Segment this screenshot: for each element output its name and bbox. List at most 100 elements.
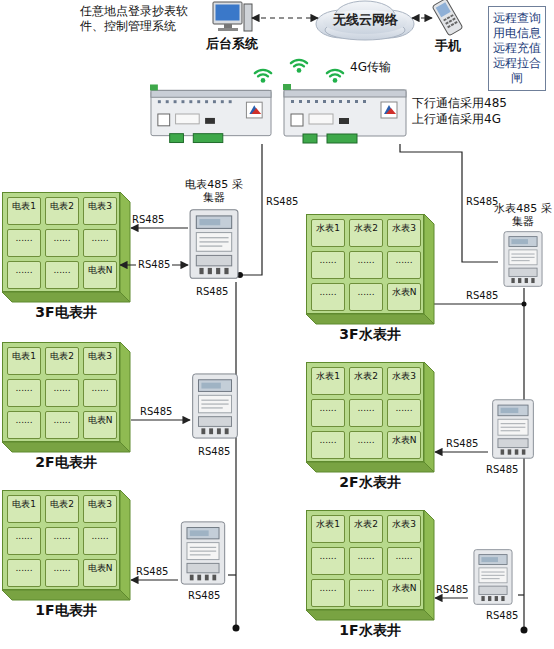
meter-cell: ...... [311, 283, 345, 311]
node-text: ...... [388, 548, 420, 562]
node-text: 3F水表井 [307, 326, 433, 344]
meter-well: 2F电表井电表1电表2电表3..........................… [2, 342, 120, 442]
node-text: ...... [312, 400, 344, 414]
node-text: ...... [350, 252, 382, 266]
node-text: 电表485 采集器 [184, 178, 244, 204]
signal-label: RS485 [132, 214, 164, 226]
node-text: ...... [388, 400, 420, 414]
meter-cell: ...... [45, 411, 79, 439]
node-text: 水表2 [350, 516, 382, 530]
node-text: ...... [8, 380, 40, 394]
node-text: 水表3 [388, 220, 420, 234]
node-text: ...... [8, 560, 40, 574]
computer-icon: 后台系统 [212, 2, 252, 32]
meter-cell: 水表2 [349, 219, 383, 247]
collector-device: 电表485 采集器 [188, 206, 240, 282]
meter-cell: ...... [311, 431, 345, 459]
node-text: 2F水表井 [307, 474, 433, 492]
node-text: ...... [46, 412, 78, 426]
signal-label: RS485 [466, 290, 498, 302]
node-text: 2F电表井 [3, 454, 129, 472]
node-text: 水表485 采集器 [494, 202, 552, 228]
node-text: ...... [312, 580, 344, 594]
node-text: 水表N [388, 284, 420, 298]
meter-cell: 水表3 [387, 515, 421, 543]
connector [252, 17, 318, 18]
node-text: 水表3 [388, 516, 420, 530]
signal-label: 下行通信采用485 [412, 96, 507, 111]
node-text: 电表1 [8, 348, 40, 362]
meter-cell: ...... [349, 399, 383, 427]
meter-cell: ...... [311, 251, 345, 279]
node-text: 手机 [435, 37, 461, 55]
node-text: 电表2 [46, 198, 78, 212]
meter-cell: ...... [45, 379, 79, 407]
meter-cell: ...... [45, 261, 79, 289]
meter-cell: 电表2 [45, 347, 79, 375]
cloud-shape: 无线云网络 [318, 2, 412, 38]
edge-label: RS485 [136, 259, 172, 271]
meter-cell: 电表2 [45, 197, 79, 225]
node-text: 1F水表井 [307, 622, 433, 640]
info-box: 远程查询 用电信息 远程充值 远程拉合闸 [488, 6, 546, 91]
signal-label: RS485 [486, 610, 518, 622]
signal-label: RS485 [198, 446, 230, 458]
meter-well: 1F水表井水表1水表2水表3..........................… [306, 510, 424, 610]
meter-cell: ...... [45, 527, 79, 555]
node-text: 水表1 [312, 516, 344, 530]
signal-label: RS485 [446, 438, 478, 450]
node-text: 水表3 [388, 368, 420, 382]
meter-cell: ...... [7, 261, 41, 289]
connector [412, 17, 432, 18]
signal-label: RS485 [466, 196, 498, 208]
meter-cell: ...... [83, 229, 117, 257]
node-text: ...... [312, 548, 344, 562]
node-text: ...... [46, 230, 78, 244]
meter-cell: ...... [349, 283, 383, 311]
meter-well: 3F水表井水表1水表2水表3..........................… [306, 214, 424, 314]
node-text: ...... [350, 580, 382, 594]
signal-label: RS485 [486, 464, 518, 476]
meter-cell: ...... [349, 431, 383, 459]
meter-cell: 水表2 [349, 515, 383, 543]
signal-label: RS485 [436, 584, 468, 596]
node-text: 电表1 [8, 198, 40, 212]
meter-cell: ...... [349, 579, 383, 607]
meter-cell: 电表1 [7, 197, 41, 225]
meter-cell: ...... [45, 559, 79, 587]
meter-cell: ...... [7, 559, 41, 587]
node-text: 水表1 [312, 368, 344, 382]
meter-cell: 电表2 [45, 495, 79, 523]
meter-well: 2F水表井水表1水表2水表3..........................… [306, 362, 424, 462]
signal-label: RS485 [136, 566, 168, 578]
node-text: 远程查询 用电信息 远程充值 远程拉合闸 [493, 11, 541, 86]
node-text: 电表N [84, 560, 116, 574]
meter-cell: ...... [45, 229, 79, 257]
signal-label: RS485 [188, 590, 220, 602]
node-text: 电表3 [84, 496, 116, 510]
signal-label: RS485 [266, 196, 298, 208]
meter-cell: ...... [83, 379, 117, 407]
node-text: ...... [46, 560, 78, 574]
node-text: ...... [350, 432, 382, 446]
node-text: 无线云网络 [333, 11, 398, 29]
note-text: 任意地点登录抄表软件、控制管理系统 [80, 4, 206, 34]
meter-cell: 电表N [83, 411, 117, 439]
node-text: 电表N [84, 262, 116, 276]
node-text: 水表2 [350, 220, 382, 234]
meter-cell: 电表3 [83, 197, 117, 225]
node-text: ...... [8, 528, 40, 542]
node-text: 电表N [84, 412, 116, 426]
meter-cell: ...... [7, 379, 41, 407]
node-text: ...... [46, 380, 78, 394]
meter-cell: 电表N [83, 559, 117, 587]
meter-cell: 水表2 [349, 367, 383, 395]
node-text: ...... [46, 262, 78, 276]
node-text: 1F电表井 [3, 602, 129, 620]
meter-cell: 水表N [387, 283, 421, 311]
meter-cell: ...... [349, 547, 383, 575]
node-text: ...... [312, 284, 344, 298]
meter-cell: 水表N [387, 579, 421, 607]
node-text: ...... [350, 284, 382, 298]
node-text: 电表2 [46, 348, 78, 362]
